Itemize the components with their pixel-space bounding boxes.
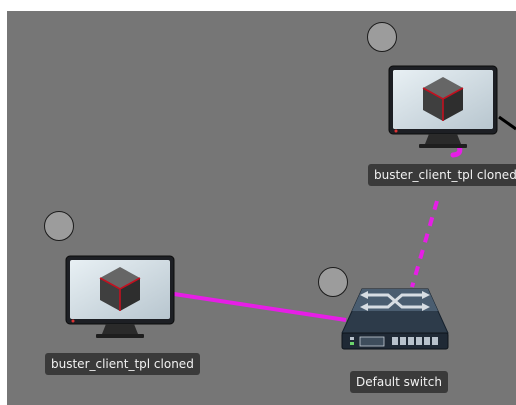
monitor-icon[interactable]	[65, 255, 175, 338]
links-layer	[65, 65, 516, 350]
link-right-client-to-switch[interactable]	[410, 200, 439, 288]
node-label-left-client[interactable]: buster_client_tpl cloned	[45, 353, 200, 375]
node-status-indicator[interactable]	[44, 211, 74, 241]
node-label-switch[interactable]: Default switch	[350, 371, 448, 393]
link-black-offscreen[interactable]	[498, 115, 516, 131]
node-status-indicator[interactable]	[367, 22, 397, 52]
node-status-indicator[interactable]	[318, 267, 348, 297]
node-label-right-client[interactable]: buster_client_tpl cloned	[368, 164, 516, 186]
link-left-client-to-switch[interactable]	[173, 292, 347, 322]
topology-canvas[interactable]: buster_client_tpl cloned buster_client_t…	[7, 11, 516, 405]
monitor-icon[interactable]	[388, 65, 498, 148]
switch-icon[interactable]	[341, 288, 449, 350]
